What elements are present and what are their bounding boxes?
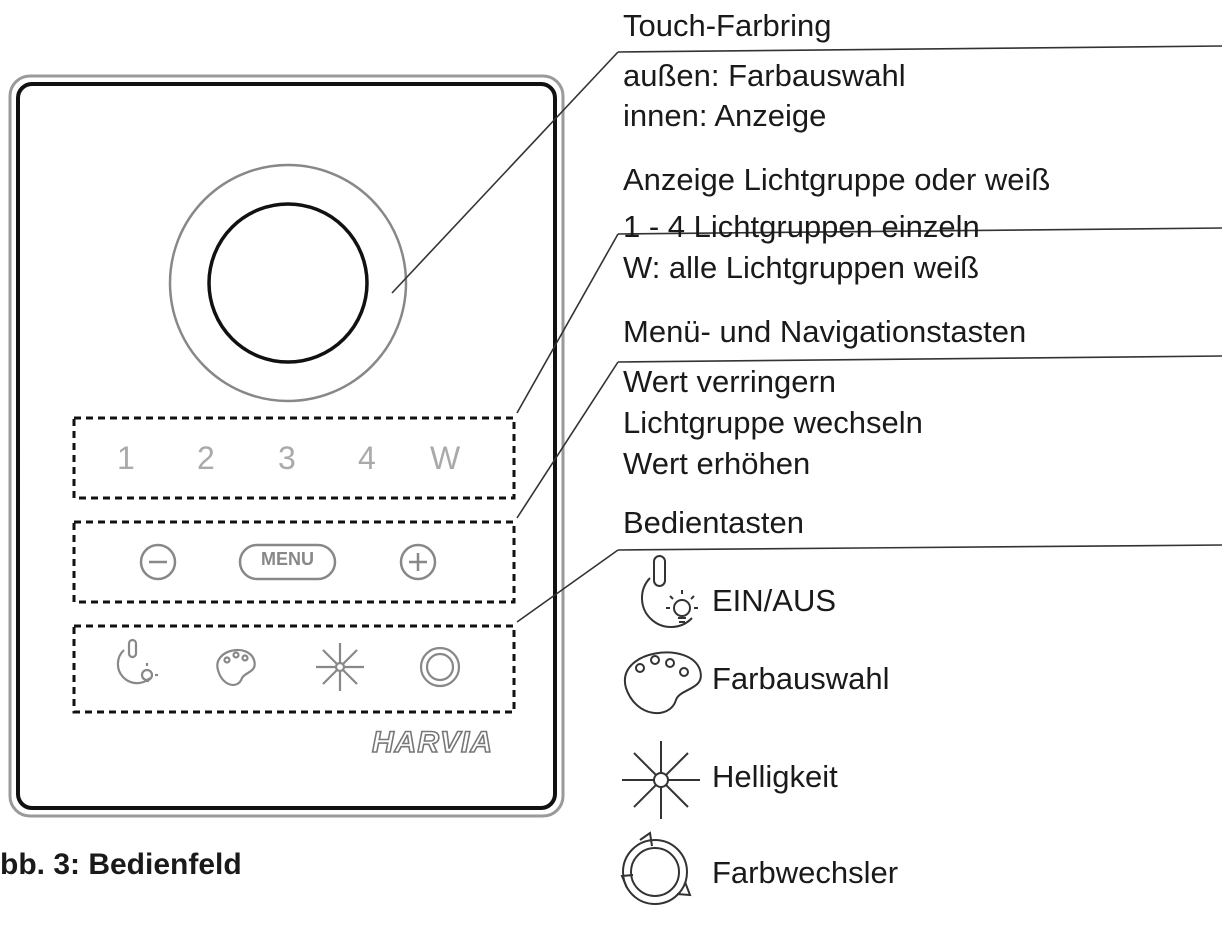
control-label-color-cycle: Farbwechsler bbox=[712, 855, 899, 890]
groups-line-1: 1 - 4 Lichtgruppen einzeln bbox=[623, 209, 980, 244]
groups-line-2: W: alle Lichtgruppen weiß bbox=[623, 250, 980, 285]
key-4[interactable]: 4 bbox=[358, 440, 376, 476]
color-cycle-icon bbox=[419, 646, 461, 688]
menu-line-1: Wert verringern bbox=[623, 364, 837, 399]
touch-ring-inner bbox=[207, 202, 369, 364]
legend-brightness-icon bbox=[622, 741, 700, 819]
touch-ring-outer bbox=[168, 163, 408, 403]
minus-button bbox=[139, 543, 177, 581]
menu-line-2: Lichtgruppe wechseln bbox=[623, 405, 923, 440]
control-label-power: EIN/AUS bbox=[712, 583, 837, 618]
leader-lines bbox=[391, 45, 1223, 623]
plus-button bbox=[399, 543, 437, 581]
legend-color-cycle-icon bbox=[620, 831, 692, 905]
key-1[interactable]: 1 bbox=[117, 440, 135, 476]
figure-caption: bb. 3: Bedienfeld bbox=[0, 848, 242, 881]
menu-line-3: Wert erhöhen bbox=[623, 446, 811, 481]
control-label-brightness: Helligkeit bbox=[712, 759, 838, 794]
harvia-logo: HARVIA bbox=[372, 726, 493, 759]
menu-button[interactable]: MENU bbox=[261, 549, 314, 569]
nav-keys-box bbox=[72, 520, 516, 604]
light-group-keys-box bbox=[72, 416, 516, 500]
power-light-icon bbox=[116, 638, 158, 685]
menu-button-outline bbox=[238, 543, 337, 581]
menu-heading: Menü- und Navigationstasten bbox=[623, 314, 1027, 349]
brightness-icon bbox=[316, 643, 364, 691]
touch-heading: Touch-Farbring bbox=[623, 8, 832, 43]
touch-line-1: außen: Farbauswahl bbox=[623, 58, 906, 93]
legend-power-light-icon bbox=[641, 555, 698, 628]
key-2[interactable]: 2 bbox=[197, 440, 215, 476]
palette-icon bbox=[216, 649, 256, 687]
key-3[interactable]: 3 bbox=[278, 440, 296, 476]
groups-heading: Anzeige Lichtgruppe oder weiß bbox=[623, 162, 1051, 197]
control-keys-box bbox=[72, 624, 516, 714]
touch-line-2: innen: Anzeige bbox=[623, 98, 827, 133]
key-w[interactable]: W bbox=[430, 440, 461, 476]
panel-inner-frame bbox=[16, 82, 557, 810]
controls-heading: Bedientasten bbox=[623, 505, 804, 540]
control-label-color-select: Farbauswahl bbox=[712, 661, 890, 696]
legend-palette-icon bbox=[623, 651, 702, 715]
